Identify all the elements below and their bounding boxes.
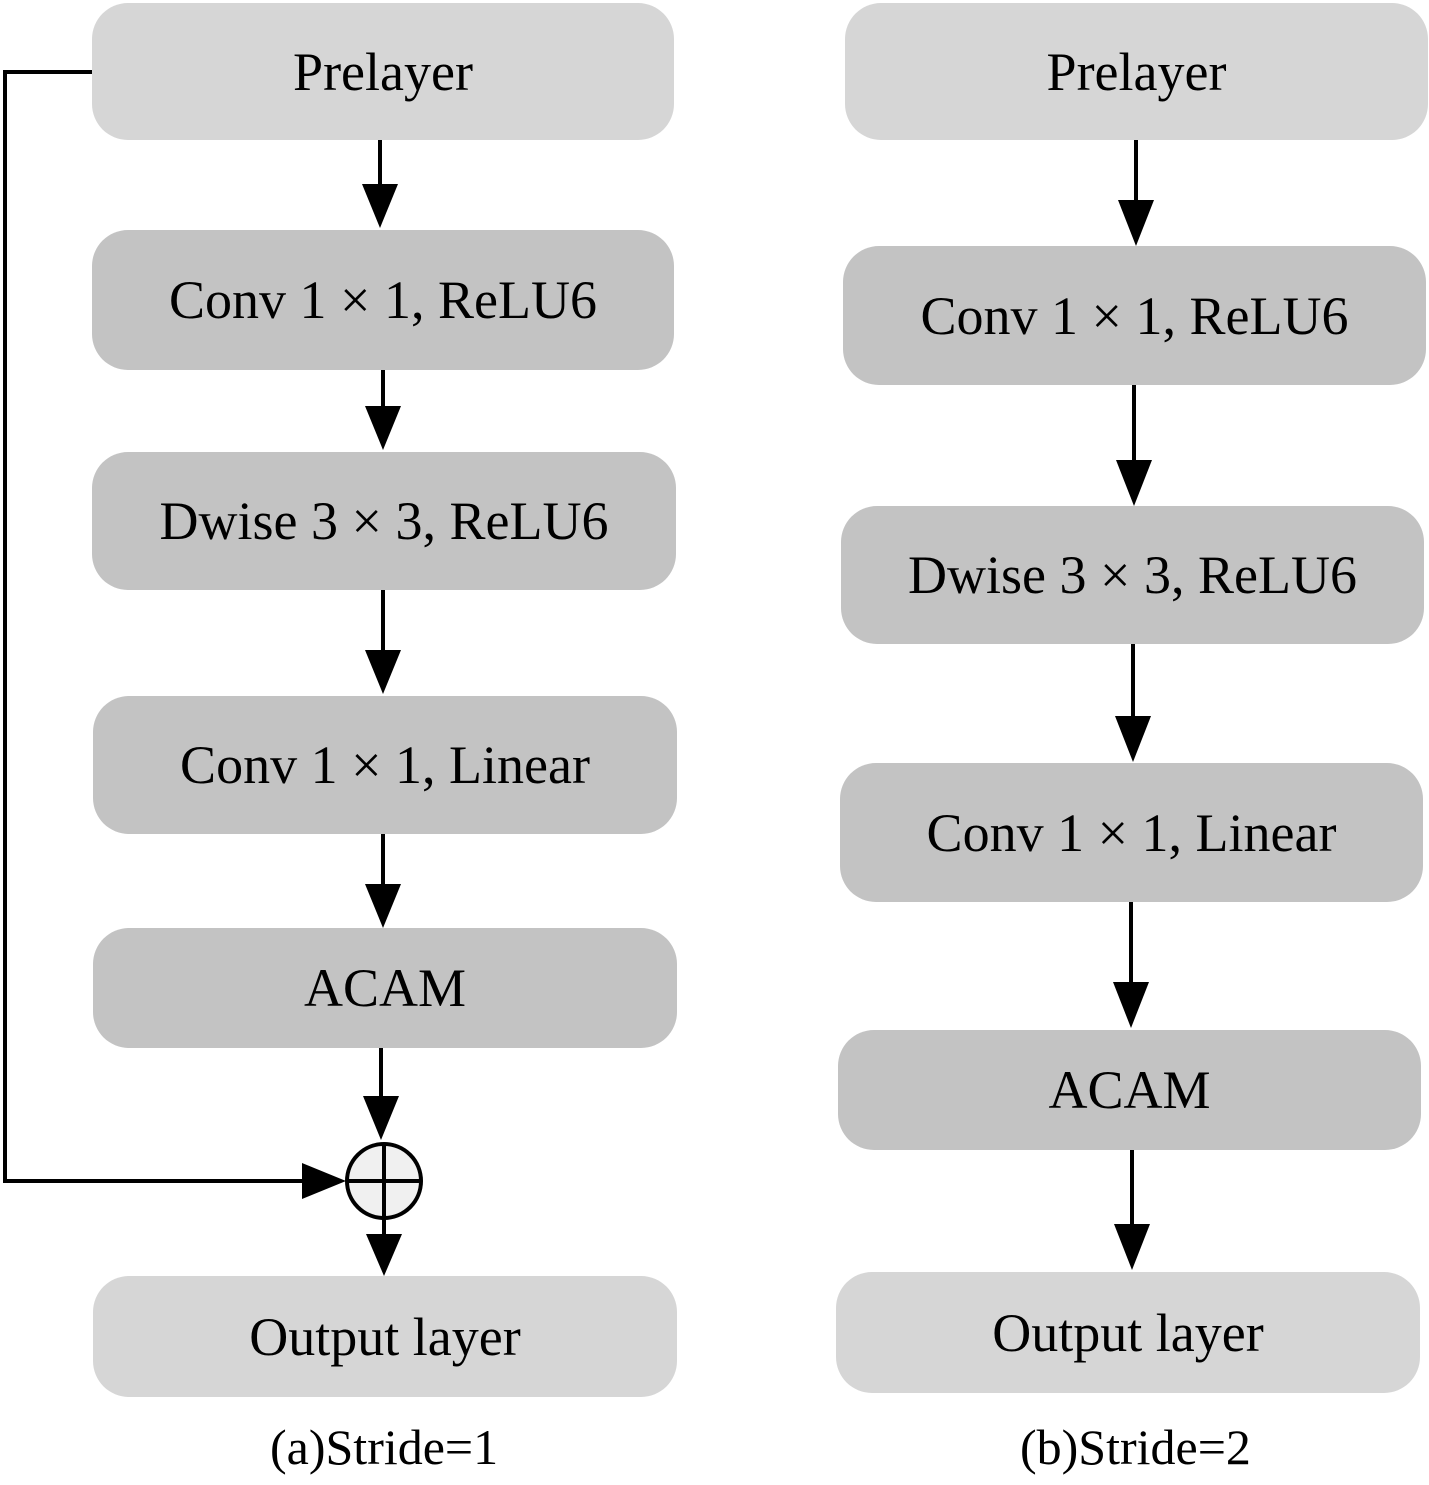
dwise-relu6-label-b: Dwise 3 × 3, ReLU6 (908, 545, 1357, 605)
arrow-a-conv2-to-acam (365, 834, 401, 928)
output-layer-block-b: Output layer (836, 1272, 1420, 1393)
output-layer-label-b: Output layer (992, 1302, 1264, 1363)
elementwise-sum-icon (345, 1142, 423, 1220)
arrow-b-conv1-to-dwise (1116, 385, 1152, 506)
arrow-a-sum-to-output (366, 1218, 402, 1276)
panel-b-arrows (1113, 140, 1154, 1270)
dwise-relu6-block-b: Dwise 3 × 3, ReLU6 (841, 506, 1424, 644)
arrow-a-prelayer-to-conv1 (362, 140, 398, 228)
caption-a: (a)Stride=1 (270, 1419, 499, 1475)
caption-b: (b)Stride=2 (1020, 1419, 1251, 1475)
arrow-b-acam-to-output (1114, 1150, 1150, 1270)
prelayer-block-b: Prelayer (845, 3, 1428, 140)
conv-linear-label-a: Conv 1 × 1, Linear (180, 735, 590, 795)
output-layer-block-a: Output layer (93, 1276, 677, 1397)
prelayer-label-b: Prelayer (1046, 41, 1227, 102)
output-layer-label-a: Output layer (249, 1306, 521, 1367)
arrow-b-dwise-to-conv2 (1115, 644, 1151, 762)
arrow-b-conv2-to-acam (1113, 902, 1149, 1028)
arrow-a-dwise-to-conv2 (365, 590, 401, 694)
acam-label-b: ACAM (1048, 1060, 1211, 1120)
panel-a-arrows (3, 70, 402, 1276)
arrow-a-acam-to-sum (363, 1048, 399, 1140)
acam-block-a: ACAM (93, 928, 677, 1048)
dwise-relu6-block-a: Dwise 3 × 3, ReLU6 (92, 452, 676, 590)
conv-linear-block-a: Conv 1 × 1, Linear (93, 696, 677, 834)
conv-relu6-block-b: Conv 1 × 1, ReLU6 (843, 246, 1426, 385)
dwise-relu6-label-a: Dwise 3 × 3, ReLU6 (159, 491, 609, 551)
conv-relu6-label-a: Conv 1 × 1, ReLU6 (169, 270, 597, 330)
arrow-a-conv1-to-dwise (365, 370, 401, 450)
conv-relu6-label-b: Conv 1 × 1, ReLU6 (920, 285, 1349, 346)
prelayer-label-a: Prelayer (293, 41, 473, 102)
conv-relu6-block-a: Conv 1 × 1, ReLU6 (92, 230, 674, 370)
acam-block-b: ACAM (838, 1030, 1421, 1150)
arrow-b-prelayer-to-conv1 (1118, 140, 1154, 246)
prelayer-block-a: Prelayer (92, 3, 674, 140)
conv-linear-label-b: Conv 1 × 1, Linear (926, 802, 1337, 863)
acam-label-a: ACAM (303, 958, 467, 1018)
skip-connection-a (3, 70, 346, 1199)
conv-linear-block-b: Conv 1 × 1, Linear (840, 763, 1423, 902)
